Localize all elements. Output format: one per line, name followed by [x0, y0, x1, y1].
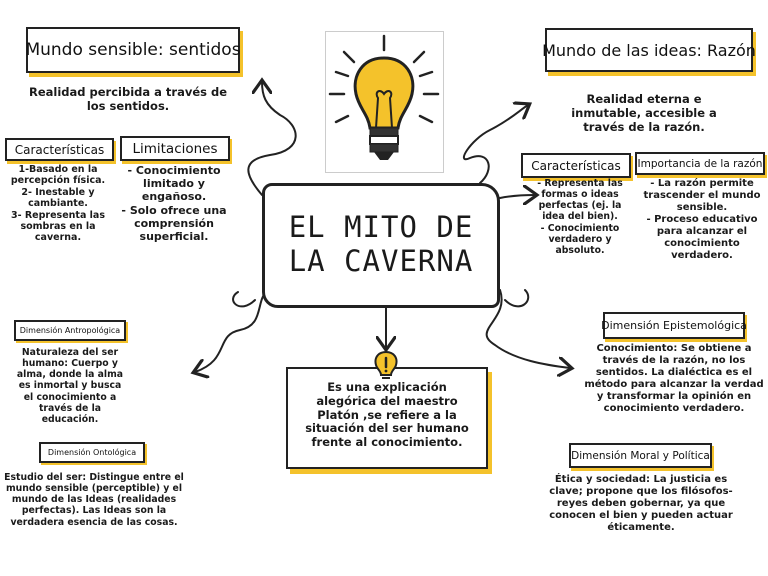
mundo-sensible-description: Realidad percibida a través de los senti…	[28, 85, 228, 113]
importancia-razon-label: Importancia de la razón	[637, 157, 763, 170]
title-frame	[262, 183, 500, 308]
mundo-sensible-title: Mundo sensible: sentidos	[25, 40, 241, 60]
sensible-caracteristicas-text: 1-Basado en la percepción física. 2- Ine…	[10, 164, 106, 244]
dimension-epistemologica-text: Conocimiento: Se obtiene a través de la …	[584, 343, 764, 414]
center-explanation-box	[286, 367, 488, 469]
arrow-ideas	[463, 105, 528, 184]
importancia-razon-box: Importancia de la razón	[635, 152, 765, 175]
sensible-caracteristicas-label: Características	[14, 142, 105, 157]
exclamation-bulb-icon	[370, 350, 402, 380]
mundo-ideas-title: Mundo de las ideas: Razón	[542, 40, 756, 60]
dimension-epistemologica-box: Dimensión Epistemológica	[601, 312, 747, 339]
dimension-ontologica-box: Dimensión Ontológica	[39, 442, 145, 463]
dimension-ontologica-text: Estudio del ser: Distingue entre el mund…	[4, 472, 184, 528]
arrow-epistemologica	[485, 289, 570, 368]
limitaciones-box: Limitaciones	[120, 136, 230, 161]
light-bulb-icon	[325, 31, 444, 173]
mundo-ideas-box: Mundo de las ideas: Razón	[542, 28, 756, 72]
mundo-sensible-box: Mundo sensible: sentidos	[25, 27, 241, 73]
mundo-ideas-description: Realidad eterna e inmutable, accesible a…	[571, 92, 717, 134]
dimension-moral-label: Dimensión Moral y Política	[571, 449, 710, 462]
importancia-razon-text: - La razón permite trascender el mundo s…	[643, 178, 761, 261]
dimension-antropologica-label: Dimensión Antropológica	[19, 326, 121, 335]
ideas-caracteristicas-text: - Representa las formas o ideas perfecta…	[537, 178, 623, 256]
ideas-caracteristicas-label: Características	[531, 158, 621, 173]
arrow-antropologica	[195, 289, 269, 372]
limitaciones-text: - Conocimiento limitado y engañoso. - So…	[121, 164, 227, 243]
dimension-antropologica-text: Naturaleza del ser humano: Cuerpo y alma…	[16, 347, 124, 425]
dimension-epistemologica-label: Dimensión Epistemológica	[601, 319, 747, 332]
limitaciones-label: Limitaciones	[132, 140, 218, 157]
dimension-moral-box: Dimensión Moral y Política	[569, 443, 712, 468]
arrow-right-caracteristicas	[499, 195, 535, 198]
dimension-ontologica-label: Dimensión Ontológica	[47, 448, 137, 457]
sensible-caracteristicas-box: Características	[5, 138, 114, 161]
dimension-antropologica-box: Dimensión Antropológica	[14, 320, 126, 341]
main-title: EL MITO DE LA CAVERNA	[288, 210, 474, 278]
arrow-sensible	[247, 82, 297, 196]
dimension-moral-text: Ética y sociedad: La justicia es clave; …	[549, 474, 733, 533]
center-explanation-text: Es una explicación alegórica del maestro…	[305, 380, 469, 450]
ideas-caracteristicas-box: Características	[521, 153, 631, 178]
